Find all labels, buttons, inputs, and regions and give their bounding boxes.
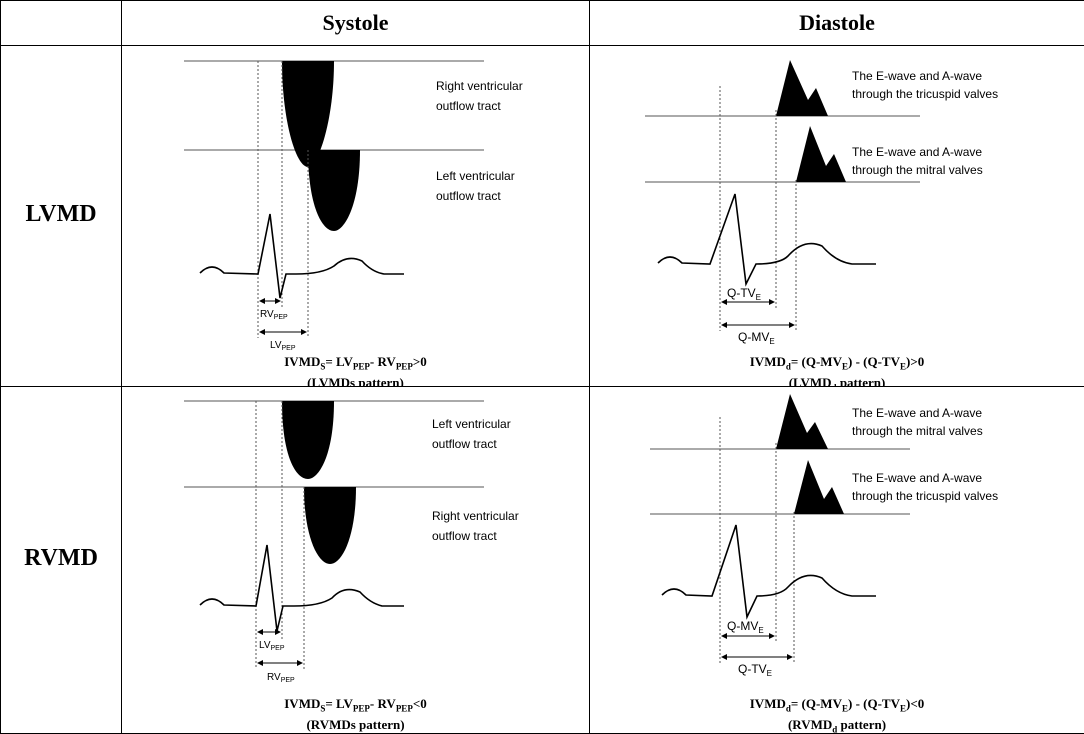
wave-bottom-label-1: The E-wave and A-wave <box>852 145 982 159</box>
ecg-trace <box>662 525 876 617</box>
row-label-lvmd: LVMD <box>1 201 121 228</box>
mv-e-a-wave <box>776 394 828 449</box>
rvot-flow-profile <box>304 487 356 564</box>
wave-top-label-1: The E-wave and A-wave <box>852 69 982 83</box>
wave-bottom-label-1: The E-wave and A-wave <box>852 471 982 485</box>
header-systole: Systole <box>122 1 590 46</box>
q-mv-label: Q-MVE <box>727 619 764 635</box>
rvmd-systole-cell: LVPEP RVPEP Left ventricular outflow tra… <box>122 387 590 734</box>
lvmd-diastole-diagram: Q-TVE Q-MVE The E-wave and A-wave throug… <box>590 46 1084 387</box>
lvot-flow-profile <box>308 150 360 231</box>
tv-e-a-wave <box>794 460 844 514</box>
wave-top-label-1: The E-wave and A-wave <box>852 406 982 420</box>
formula-line2: (LVMDs pattern) <box>122 375 589 387</box>
rv-pep-label: RVPEP <box>267 672 295 684</box>
q-tv-label: Q-TVE <box>738 662 772 678</box>
formula-line1: IVMDd= (Q-MVE) - (Q-TVE)>0 <box>590 354 1084 375</box>
flow-top-label-1: Left ventricular <box>432 417 511 431</box>
formula-line1: IVMDS= LVPEP- RVPEP>0 <box>122 354 589 375</box>
wave-top-label-2: through the mitral valves <box>852 424 983 438</box>
lvmd-diastole-cell: Q-TVE Q-MVE The E-wave and A-wave throug… <box>590 46 1084 387</box>
rv-pep-label: RVPEP <box>260 309 288 321</box>
rvmd-diastole-formula: IVMDd= (Q-MVE) - (Q-TVE)<0 (RVMDd patter… <box>590 696 1084 734</box>
formula-line2: (LVMDd pattern) <box>590 375 1084 387</box>
wave-bottom-label-2: through the tricuspid valves <box>852 489 998 503</box>
flow-top-label-2: outflow tract <box>432 437 497 451</box>
tv-e-a-wave <box>776 60 828 116</box>
row-label-cell-lvmd: LVMD <box>1 46 122 387</box>
lvmd-systole-diagram: RVPEP LVPEP Right ventricular outflow tr… <box>122 46 590 387</box>
header-diastole: Diastole <box>590 1 1084 46</box>
lvmd-diastole-formula: IVMDd= (Q-MVE) - (Q-TVE)>0 (LVMDd patter… <box>590 354 1084 387</box>
q-tv-label: Q-TVE <box>727 286 761 302</box>
header-systole-text: Systole <box>122 1 589 45</box>
ecg-trace <box>658 194 876 284</box>
row-label-rvmd: RVMD <box>1 545 121 572</box>
row-label-cell-rvmd: RVMD <box>1 387 122 734</box>
rvmd-diastole-diagram: Q-MVE Q-TVE The E-wave and A-wave throug… <box>590 387 1084 734</box>
rvmd-diastole-cell: Q-MVE Q-TVE The E-wave and A-wave throug… <box>590 387 1084 734</box>
wave-bottom-label-2: through the mitral valves <box>852 163 983 177</box>
formula-line2: (RVMDd pattern) <box>590 717 1084 734</box>
rvmd-systole-diagram: LVPEP RVPEP Left ventricular outflow tra… <box>122 387 590 734</box>
lvmd-systole-cell: RVPEP LVPEP Right ventricular outflow tr… <box>122 46 590 387</box>
mv-e-a-wave <box>796 126 846 182</box>
lvot-flow-profile <box>282 401 334 479</box>
formula-line1: IVMDd= (Q-MVE) - (Q-TVE)<0 <box>590 696 1084 717</box>
rvmd-systole-formula: IVMDS= LVPEP- RVPEP<0 (RVMDs pattern) <box>122 696 589 732</box>
formula-line1: IVMDS= LVPEP- RVPEP<0 <box>122 696 589 717</box>
lv-pep-label: LVPEP <box>270 340 296 352</box>
flow-bottom-label-2: outflow tract <box>432 529 497 543</box>
flow-top-label-1: Right ventricular <box>436 79 523 93</box>
ecg-trace <box>200 214 404 298</box>
corner-cell <box>1 1 122 46</box>
ecg-trace <box>200 545 404 631</box>
wave-top-label-2: through the tricuspid valves <box>852 87 998 101</box>
flow-bottom-label-2: outflow tract <box>436 189 501 203</box>
flow-top-label-2: outflow tract <box>436 99 501 113</box>
lvmd-systole-formula: IVMDS= LVPEP- RVPEP>0 (LVMDs pattern) <box>122 354 589 387</box>
formula-line2: (RVMDs pattern) <box>122 717 589 732</box>
header-diastole-text: Diastole <box>590 1 1084 45</box>
flow-bottom-label-1: Left ventricular <box>436 169 515 183</box>
flow-bottom-label-1: Right ventricular <box>432 509 519 523</box>
q-mv-label: Q-MVE <box>738 330 775 346</box>
lv-pep-label: LVPEP <box>259 640 285 652</box>
